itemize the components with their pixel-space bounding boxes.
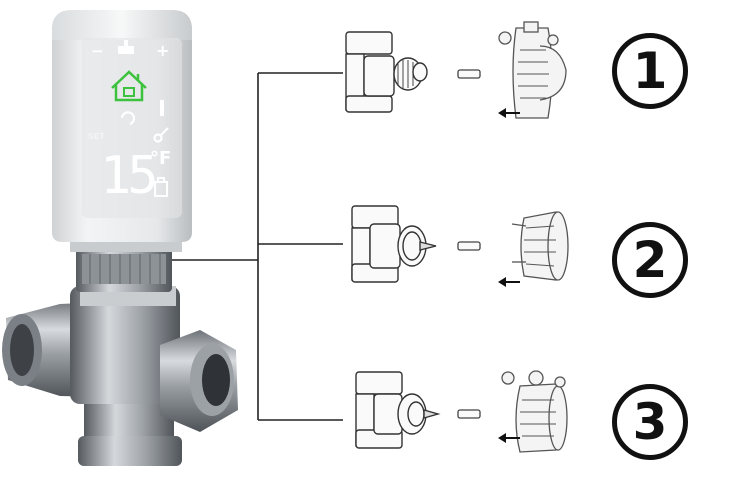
pin-2 xyxy=(457,241,481,251)
thermostat-head xyxy=(52,10,192,252)
refresh-icon xyxy=(120,111,136,126)
plus-label: + xyxy=(156,41,170,60)
adapter-ring-2 xyxy=(511,211,569,281)
minus-label: − xyxy=(91,42,104,60)
option-number-1: 1 xyxy=(612,33,688,109)
connector-lines xyxy=(172,72,343,421)
battery-icon xyxy=(154,177,168,197)
pin-3 xyxy=(457,409,481,419)
option-number-3-label: 3 xyxy=(632,393,668,451)
valve-diagram-2 xyxy=(351,205,437,283)
unit-display: °F xyxy=(150,148,172,169)
option-number-2-label: 2 xyxy=(632,231,668,289)
radiator-valve-photo xyxy=(2,246,238,466)
valve-icon xyxy=(118,40,134,54)
adapter-ring-3 xyxy=(501,370,568,453)
valve-diagram-1 xyxy=(345,31,428,113)
temperature-display: 15 xyxy=(100,146,159,206)
direction-arrow-2 xyxy=(498,277,520,287)
lock-bar-icon xyxy=(160,100,164,116)
option-number-3: 3 xyxy=(612,384,688,460)
adapter-ring-1 xyxy=(498,21,567,119)
set-label: SET xyxy=(88,132,105,141)
option-number-2: 2 xyxy=(612,222,688,298)
key-icon xyxy=(153,127,169,143)
direction-arrow-1 xyxy=(498,108,520,118)
option-number-1-label: 1 xyxy=(632,42,668,100)
home-icon xyxy=(111,70,147,102)
direction-arrow-3 xyxy=(498,433,520,443)
valve-diagram-3 xyxy=(355,371,441,449)
pin-1 xyxy=(457,69,481,79)
